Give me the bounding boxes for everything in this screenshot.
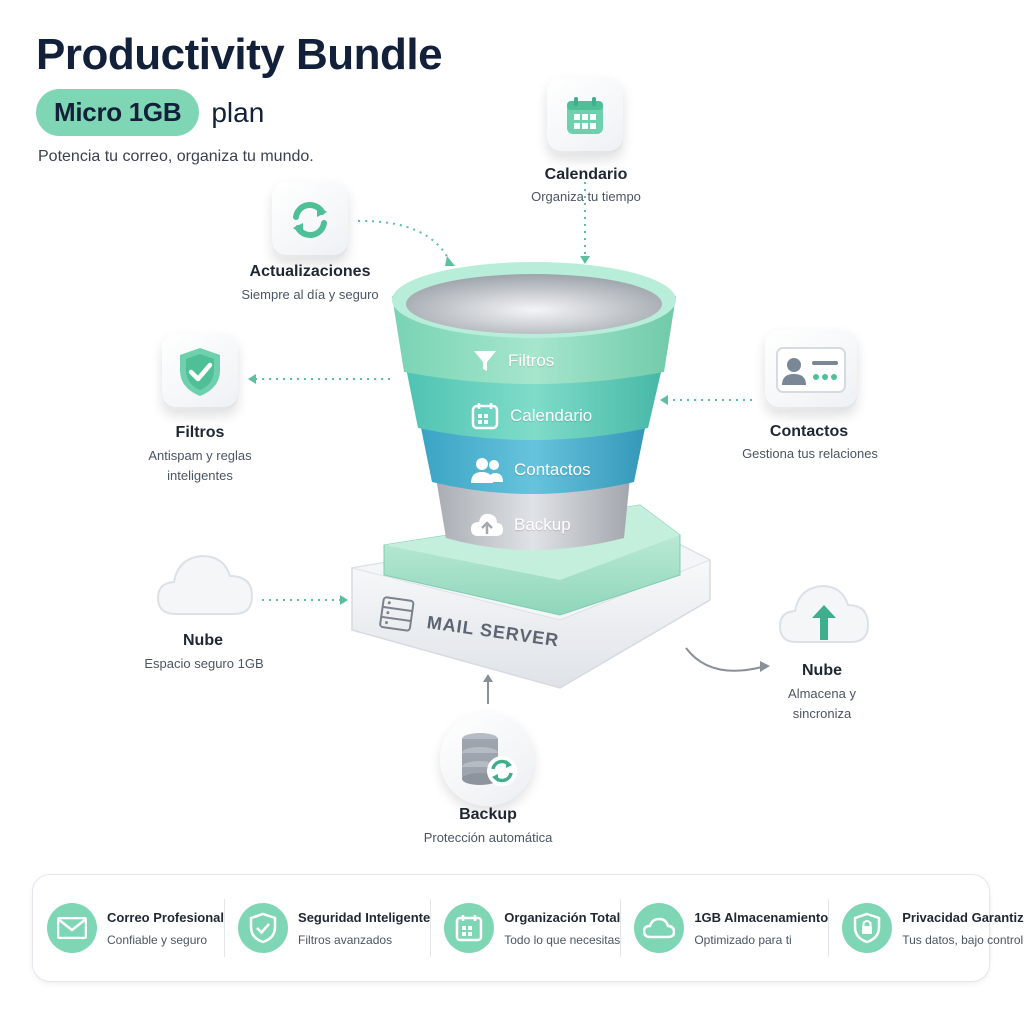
cloud-upload-icon [778, 584, 870, 643]
funnel-label-backup: Backup [470, 510, 571, 540]
arrow-nube-right [685, 647, 763, 672]
nube-right-tile [778, 578, 870, 653]
benefit-subtitle: Todo lo que necesitas [504, 932, 621, 947]
actualizaciones-subtitle: Siempre al día y seguro [241, 287, 379, 302]
filtros-title: Filtros [175, 424, 225, 441]
calendar-icon [444, 903, 495, 953]
backup-title: Backup [459, 806, 517, 823]
nube-left-tile [156, 548, 254, 625]
plan-word: plan [211, 96, 265, 128]
nube-left-title: Nube [183, 632, 223, 649]
benefit-item: Privacidad Garantizada Tus datos, bajo c… [828, 893, 1024, 963]
contactos-tile [765, 330, 857, 410]
funnel-label-contactos: Contactos [470, 455, 591, 485]
cloud-icon [156, 554, 254, 615]
actualizaciones-tile [272, 182, 348, 258]
contactos-title: Contactos [769, 423, 849, 440]
funnel-label-text: Filtros [508, 351, 555, 370]
benefit-subtitle: Filtros avanzados [298, 932, 393, 947]
benefits-bar: Correo Profesional Confiable y seguro Se… [32, 874, 1024, 982]
filtros-subtitle: Antispam y reglas inteligentes [148, 448, 252, 483]
shield-check-icon [180, 348, 220, 396]
plan-badge: Micro 1GB [36, 89, 200, 136]
benefit-item: Seguridad Inteligente Filtros avanzados [224, 893, 430, 963]
filtros-tile [162, 334, 238, 410]
funnel-layer-filtros [392, 262, 676, 384]
shield-lock-icon [842, 903, 893, 953]
benefit-title: Privacidad Garantizada [902, 909, 1024, 925]
page-title: Productivity Bundle [36, 30, 443, 79]
calendar-icon [567, 97, 603, 134]
arrow-heads [248, 256, 668, 605]
benefit-item: 1GB Almacenamiento Optimizado para ti [620, 893, 828, 963]
calendar-icon [471, 403, 499, 430]
funnel-label-calendario: Calendario [470, 401, 592, 431]
funnel-icon [474, 351, 496, 371]
benefit-item: Organización Total Todo lo que necesitas [430, 893, 620, 963]
solid-arrows [487, 647, 763, 704]
cloud-upload-icon [471, 513, 503, 536]
calendario-title: Calendario [544, 166, 628, 183]
benefit-subtitle: Optimizado para ti [694, 932, 792, 947]
actualizaciones-title: Actualizaciones [249, 263, 371, 280]
funnel-label-text: Contactos [514, 460, 591, 479]
funnel-label-text: Backup [514, 515, 571, 534]
backup-tile [440, 712, 534, 806]
contactos-subtitle: Gestiona tus relaciones [742, 446, 878, 461]
benefit-item: Correo Profesional Confiable y seguro [33, 893, 224, 963]
nube-right-title: Nube [802, 662, 842, 679]
connector-lines [256, 182, 752, 601]
users-icon [471, 458, 503, 483]
server-rack-icon [379, 596, 415, 632]
benefit-subtitle: Tus datos, bajo control [902, 932, 1024, 947]
calendario-subtitle: Organiza tu tiempo [531, 189, 641, 204]
cloud-icon [634, 903, 685, 953]
refresh-icon [293, 201, 327, 239]
contact-card-icon [776, 347, 846, 393]
calendario-tile [547, 78, 623, 154]
nube-right-subtitle: Almacena y sincroniza [788, 686, 856, 721]
benefit-title: 1GB Almacenamiento [694, 909, 829, 925]
benefit-subtitle: Confiable y seguro [107, 932, 208, 947]
backup-subtitle: Protección automática [423, 830, 553, 845]
arrow-actualizaciones [357, 219, 451, 263]
benefit-title: Seguridad Inteligente [298, 909, 431, 925]
database-sync-icon [462, 733, 517, 786]
benefit-title: Correo Profesional [107, 909, 225, 925]
funnel-diagram [248, 182, 770, 704]
tagline: Potencia tu correo, organiza tu mundo. [38, 148, 314, 165]
funnel-label-filtros: Filtros [472, 348, 554, 374]
shield-check-icon [238, 903, 289, 953]
benefit-title: Organización Total [504, 909, 621, 925]
nube-left-subtitle: Espacio seguro 1GB [144, 656, 264, 671]
funnel-label-text: Calendario [510, 406, 593, 425]
envelope-icon [47, 903, 97, 953]
plan-row: Micro 1GB plan [36, 89, 264, 136]
